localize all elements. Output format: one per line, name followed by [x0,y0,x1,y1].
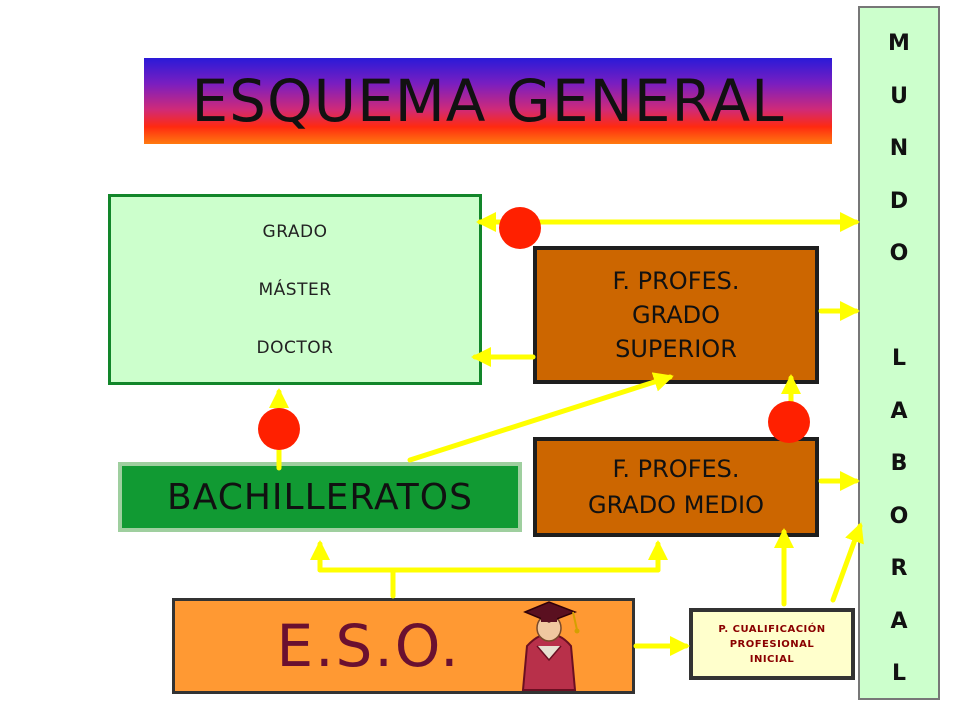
mundo-laboral-letter: A [890,608,908,634]
eso-box: E.S.O. [172,598,635,694]
mundo-laboral-letter: O [889,503,909,529]
mundo-laboral-letter: B [890,451,908,476]
fp-medio-line-2: GRADO MEDIO [587,491,765,519]
mundo-laboral-letter: L [891,661,907,686]
fp-grado-superior-box: F. PROFES. GRADO SUPERIOR [533,246,819,384]
eso-label: E.S.O. [276,612,461,680]
fp-superior-line-1: F. PROFES. [612,267,740,295]
pcpi-line-1: P. CUALIFICACIÓN [718,623,826,635]
mundo-laboral-letter: O [889,241,909,266]
pcpi-box: P. CUALIFICACIÓN PROFESIONAL INICIAL [689,608,855,680]
university-item-master: MÁSTER [258,279,332,300]
university-box: GRADO MÁSTER DOCTOR [108,194,482,385]
node-bachillerato [258,408,300,450]
pcpi-line-3: INICIAL [749,653,795,665]
node-top [499,207,541,249]
mundo-laboral-letter: N [889,136,909,161]
bachilleratos-label: BACHILLERATOS [167,476,473,518]
mundo-laboral-letter: R [890,556,908,581]
fp-superior-line-3: SUPERIOR [615,335,737,363]
fp-superior-line-2: GRADO [631,301,721,329]
arrow-pcpi-to-mundo [830,522,864,603]
pcpi-line-2: PROFESIONAL [729,638,815,650]
mundo-laboral-letter: M [888,31,910,56]
title-banner: ESQUEMA GENERAL [144,58,832,144]
page-title: ESQUEMA GENERAL [191,67,785,135]
mundo-laboral-letter: D [889,188,909,214]
university-item-grado: GRADO [262,221,328,242]
mundo-laboral-letter: A [890,398,908,424]
fp-grado-medio-box: F. PROFES. GRADO MEDIO [533,437,819,537]
bachilleratos-box: BACHILLERATOS [118,462,522,532]
mundo-laboral-column: M U N D O L A B O R A L [858,6,940,700]
mundo-laboral-letter: U [890,83,908,109]
mundo-laboral-letter: L [891,346,907,371]
fp-medio-line-1: F. PROFES. [612,455,740,483]
university-item-doctor: DOCTOR [256,337,334,358]
